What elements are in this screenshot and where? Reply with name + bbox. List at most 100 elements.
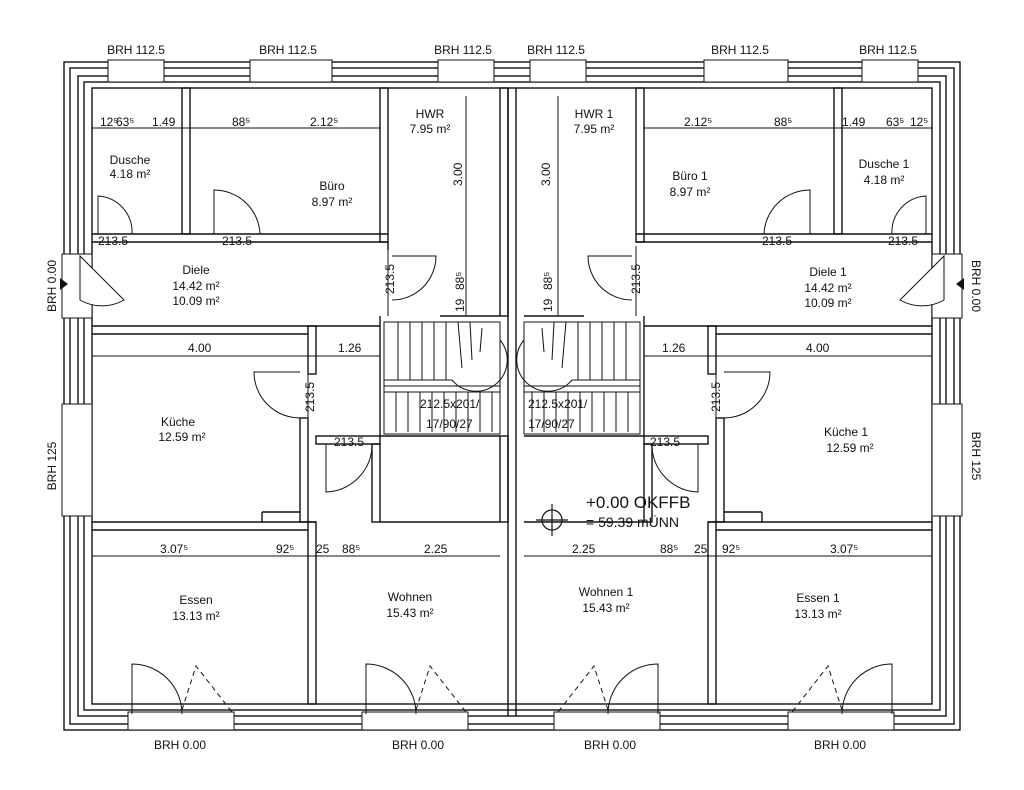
room-area: 8.97 m² — [670, 185, 711, 199]
dim-text: 1.26 — [662, 341, 686, 355]
windows-side — [61, 253, 963, 517]
dim-text: 63⁵ — [116, 115, 134, 129]
stair-label-right-1: 212.5x201/ — [528, 397, 588, 411]
stair-right — [516, 321, 641, 435]
dim-text: 213.5 — [98, 234, 128, 248]
level-line-2: = 59.39 mÜNN — [586, 513, 679, 530]
room-area: 10.09 m² — [804, 296, 851, 310]
level-marker-icon — [536, 504, 568, 536]
dim-text: 19 — [541, 298, 555, 312]
dim-text: 63⁵ — [886, 115, 904, 129]
brh-bottom-1: BRH 0.00 — [154, 738, 206, 752]
room-name: Wohnen — [388, 590, 432, 604]
room-name: Küche — [161, 415, 195, 429]
room-area: 15.43 m² — [386, 606, 433, 620]
room-name: Dusche — [110, 153, 151, 167]
dim-text: 4.00 — [188, 341, 212, 355]
room-name: Küche 1 — [824, 425, 868, 439]
dim-text: 12⁵ — [910, 115, 928, 129]
level-line-1: +0.00 OKFFB — [586, 493, 690, 512]
room-area: 12.59 m² — [826, 441, 873, 455]
doors-right — [557, 189, 945, 715]
room-name: Büro — [319, 179, 345, 193]
room-area: 15.43 m² — [582, 601, 629, 615]
dim-text: 213.5 — [762, 234, 792, 248]
brh-left-1: BRH 0.00 — [45, 260, 59, 312]
dim-text: 1.26 — [338, 341, 362, 355]
windows-top — [107, 59, 919, 83]
brh-top-1: BRH 112.5 — [107, 43, 165, 57]
brh-top-5: BRH 112.5 — [711, 43, 769, 57]
dim-text: 1.49 — [152, 115, 176, 129]
room-area: 13.13 m² — [172, 609, 219, 623]
outer-walls — [63, 61, 961, 731]
room-name: Büro 1 — [672, 169, 708, 183]
windows-bottom — [127, 711, 895, 731]
dim-text: 25 — [694, 542, 708, 556]
room-area: 14.42 m² — [172, 279, 219, 293]
brh-bottom-3: BRH 0.00 — [584, 738, 636, 752]
brh-top-2: BRH 112.5 — [259, 43, 317, 57]
brh-top-6: BRH 112.5 — [859, 43, 917, 57]
room-area: 7.95 m² — [410, 122, 451, 136]
dim-text: 2.25 — [572, 542, 596, 556]
dim-text: 4.00 — [806, 341, 830, 355]
dim-text: 12⁵ — [100, 115, 118, 129]
room-area: 7.95 m² — [574, 122, 615, 136]
dim-text: 88⁵ — [660, 542, 678, 556]
entrance-arrow-left-icon — [60, 278, 68, 290]
room-name: Wohnen 1 — [579, 585, 634, 599]
room-name: HWR — [416, 107, 445, 121]
dim-text: 213.5 — [222, 234, 252, 248]
room-labels-right: Dusche 1 4.18 m² Büro 1 8.97 m² HWR 1 7.… — [574, 107, 910, 621]
dim-text: 213.5 — [709, 382, 723, 412]
brh-top-4: BRH 112.5 — [527, 43, 585, 57]
dim-text: 88⁵ — [541, 272, 555, 290]
room-name: Diele — [182, 263, 210, 277]
dim-text: 213.5 — [303, 382, 317, 412]
stair-label-left-2: 17/90/27 — [426, 417, 473, 431]
dim-text: 88⁵ — [342, 542, 360, 556]
brh-top-3: BRH 112.5 — [434, 43, 492, 57]
room-name: HWR 1 — [575, 107, 614, 121]
dim-text: 213.5 — [650, 435, 680, 449]
dim-text: 88⁵ — [453, 272, 467, 290]
room-area: 13.13 m² — [794, 607, 841, 621]
brh-right-2: BRH 125 — [969, 432, 983, 481]
dim-text: 213.5 — [334, 435, 364, 449]
room-area: 4.18 m² — [864, 173, 905, 187]
room-name: Dusche 1 — [859, 157, 910, 171]
entrance-arrow-right-icon — [956, 278, 964, 290]
dim-text: 19 — [453, 298, 467, 312]
interior-walls-right — [524, 87, 932, 705]
room-area: 14.42 m² — [804, 281, 851, 295]
brh-labels: BRH 112.5 BRH 112.5 BRH 112.5 BRH 112.5 … — [45, 43, 983, 752]
stair-label-left-1: 212.5x201/ — [420, 397, 480, 411]
room-name: Essen — [179, 593, 212, 607]
dim-text: 213.5 — [888, 234, 918, 248]
dim-text: 3.07⁵ — [160, 542, 188, 556]
dim-text: 88⁵ — [774, 115, 792, 129]
room-area: 8.97 m² — [312, 195, 353, 209]
interior-walls-left — [92, 87, 509, 705]
brh-bottom-2: BRH 0.00 — [392, 738, 444, 752]
dim-text: 92⁵ — [722, 542, 740, 556]
dimension-texts: 12⁵ 63⁵ 1.49 88⁵ 2.12⁵ 2.12⁵ 88⁵ 1.49 63… — [98, 115, 928, 556]
brh-bottom-4: BRH 0.00 — [814, 738, 866, 752]
brh-right-1: BRH 0.00 — [969, 260, 983, 312]
dim-text: 92⁵ — [276, 542, 294, 556]
room-labels-left: Dusche 4.18 m² Büro 8.97 m² HWR 7.95 m² … — [110, 107, 451, 623]
room-area: 12.59 m² — [158, 430, 205, 444]
dim-text: 2.12⁵ — [684, 115, 712, 129]
brh-left-2: BRH 125 — [45, 441, 59, 490]
doors-left — [79, 189, 467, 715]
dim-text: 88⁵ — [232, 115, 250, 129]
stair-left — [383, 321, 508, 435]
room-area: 4.18 m² — [110, 167, 151, 181]
dim-text: 3.00 — [539, 162, 553, 186]
dim-text: 3.07⁵ — [830, 542, 858, 556]
dim-text: 2.25 — [424, 542, 448, 556]
dim-text: 1.49 — [842, 115, 866, 129]
dim-text: 213.5 — [383, 264, 397, 294]
